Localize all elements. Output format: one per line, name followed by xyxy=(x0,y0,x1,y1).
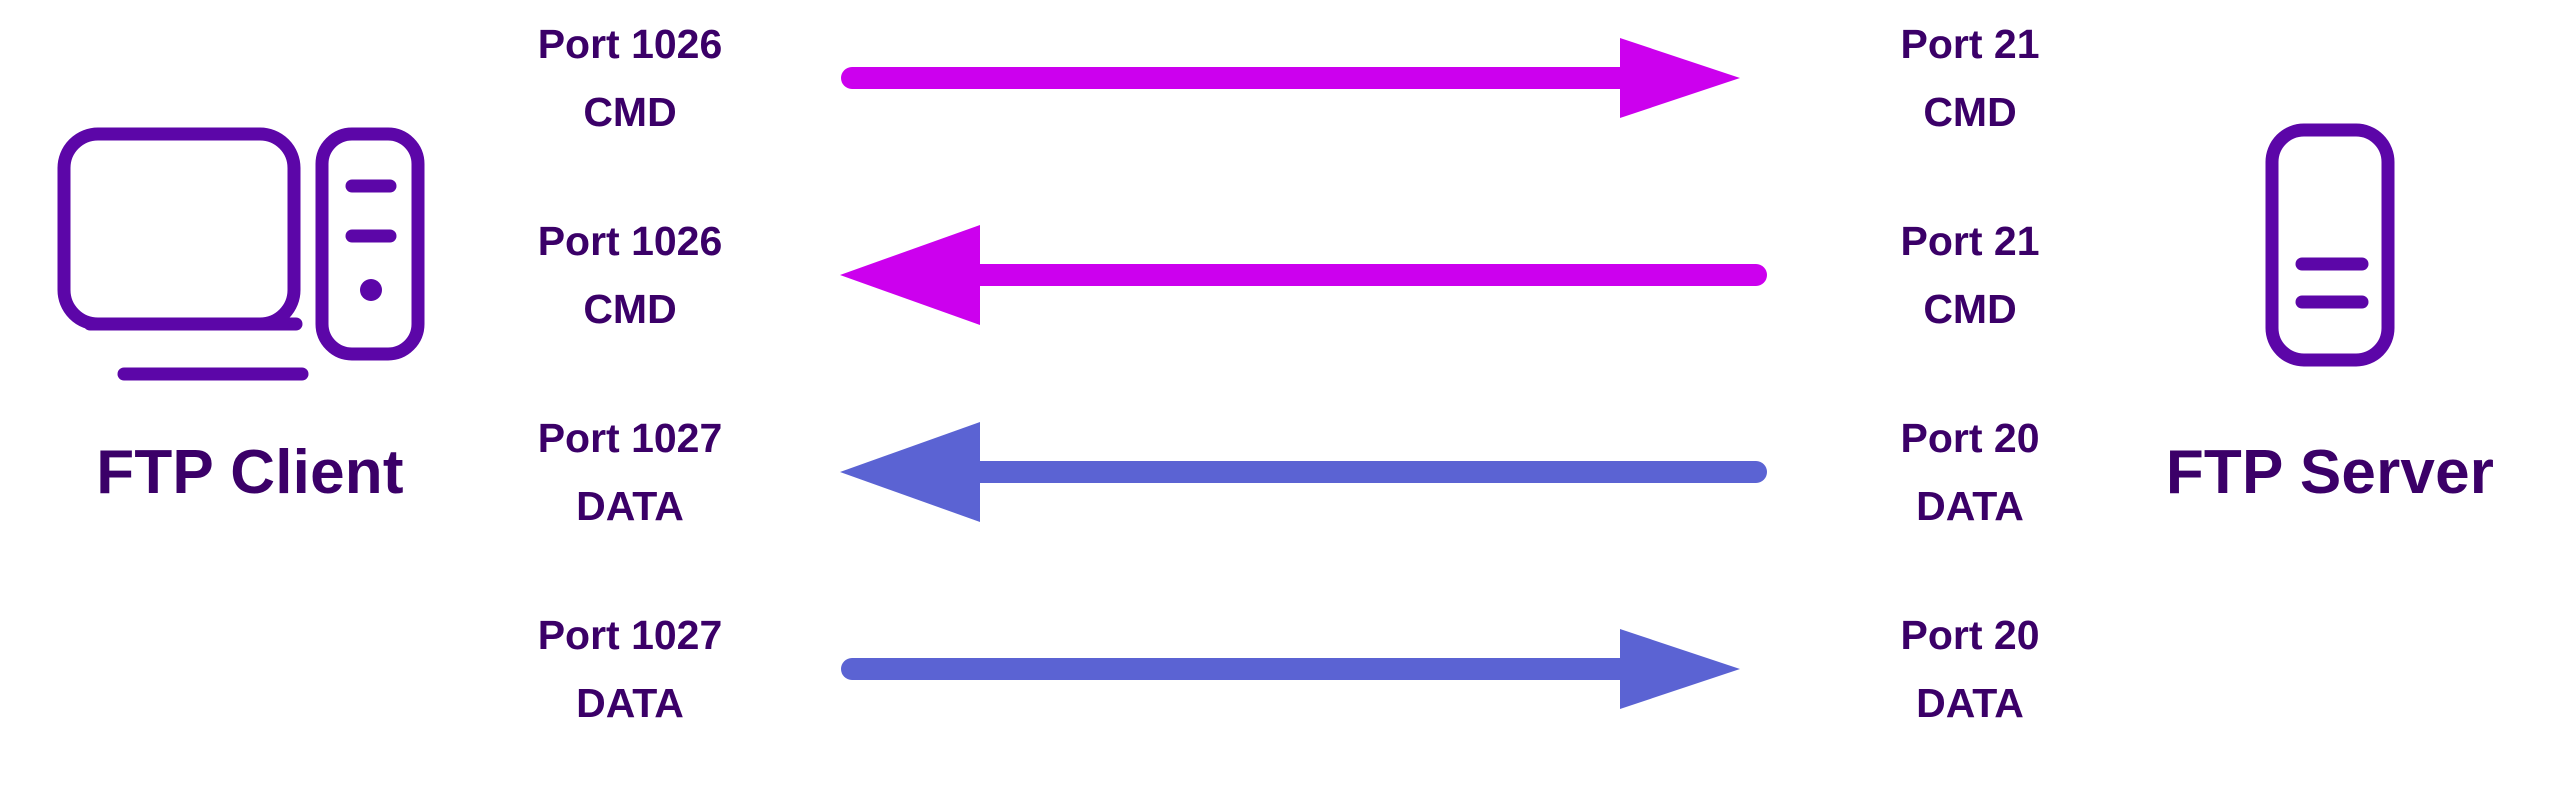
flow-area: Port 1026 CMD Port 21 CMD Port 1026 CMD xyxy=(480,0,2120,812)
flow-right-label: Port 21 CMD xyxy=(1820,217,2120,334)
flow-row: Port 1027 DATA Port 20 DATA xyxy=(480,402,2120,582)
server-tower-icon xyxy=(2130,120,2530,420)
ftp-client-label: FTP Client xyxy=(96,438,404,507)
flow-arrow-right-blue xyxy=(780,599,1820,779)
flow-left-proto: DATA xyxy=(576,680,684,727)
flow-right-proto: DATA xyxy=(1916,483,2024,530)
flow-left-label: Port 1027 DATA xyxy=(480,611,780,728)
flow-arrow-left-blue xyxy=(780,402,1820,582)
flow-left-proto: DATA xyxy=(576,483,684,530)
flow-right-label: Port 20 DATA xyxy=(1820,611,2120,728)
flow-left-port: Port 1027 xyxy=(537,415,723,461)
flow-right-label: Port 21 CMD xyxy=(1820,20,2120,137)
ftp-server-endpoint: FTP Server xyxy=(2120,120,2540,504)
flow-left-port: Port 1027 xyxy=(537,612,723,658)
flow-left-label: Port 1026 CMD xyxy=(480,20,780,137)
flow-arrow-left-magenta xyxy=(780,205,1820,385)
flow-left-label: Port 1027 DATA xyxy=(480,414,780,531)
flow-arrow-right-magenta xyxy=(780,8,1820,188)
flow-row: Port 1026 CMD Port 21 CMD xyxy=(480,205,2120,385)
flow-right-label: Port 20 DATA xyxy=(1820,414,2120,531)
flow-left-port: Port 1026 xyxy=(537,21,723,67)
flow-right-proto: CMD xyxy=(1923,286,2017,333)
flow-right-proto: CMD xyxy=(1923,89,2017,136)
flow-left-port: Port 1026 xyxy=(537,218,723,264)
desktop-computer-icon xyxy=(50,120,450,420)
flow-right-port: Port 20 xyxy=(1900,612,2040,658)
flow-right-port: Port 21 xyxy=(1900,21,2040,67)
flow-row: Port 1027 DATA Port 20 DATA xyxy=(480,599,2120,779)
flow-left-proto: CMD xyxy=(583,89,677,136)
flow-right-port: Port 20 xyxy=(1900,415,2040,461)
flow-right-proto: DATA xyxy=(1916,680,2024,727)
ftp-server-label: FTP Server xyxy=(2165,438,2495,507)
flow-right-port: Port 21 xyxy=(1900,218,2040,264)
flow-left-label: Port 1026 CMD xyxy=(480,217,780,334)
flow-left-proto: CMD xyxy=(583,286,677,333)
ftp-client-endpoint: FTP Client xyxy=(40,120,460,504)
flow-row: Port 1026 CMD Port 21 CMD xyxy=(480,8,2120,188)
